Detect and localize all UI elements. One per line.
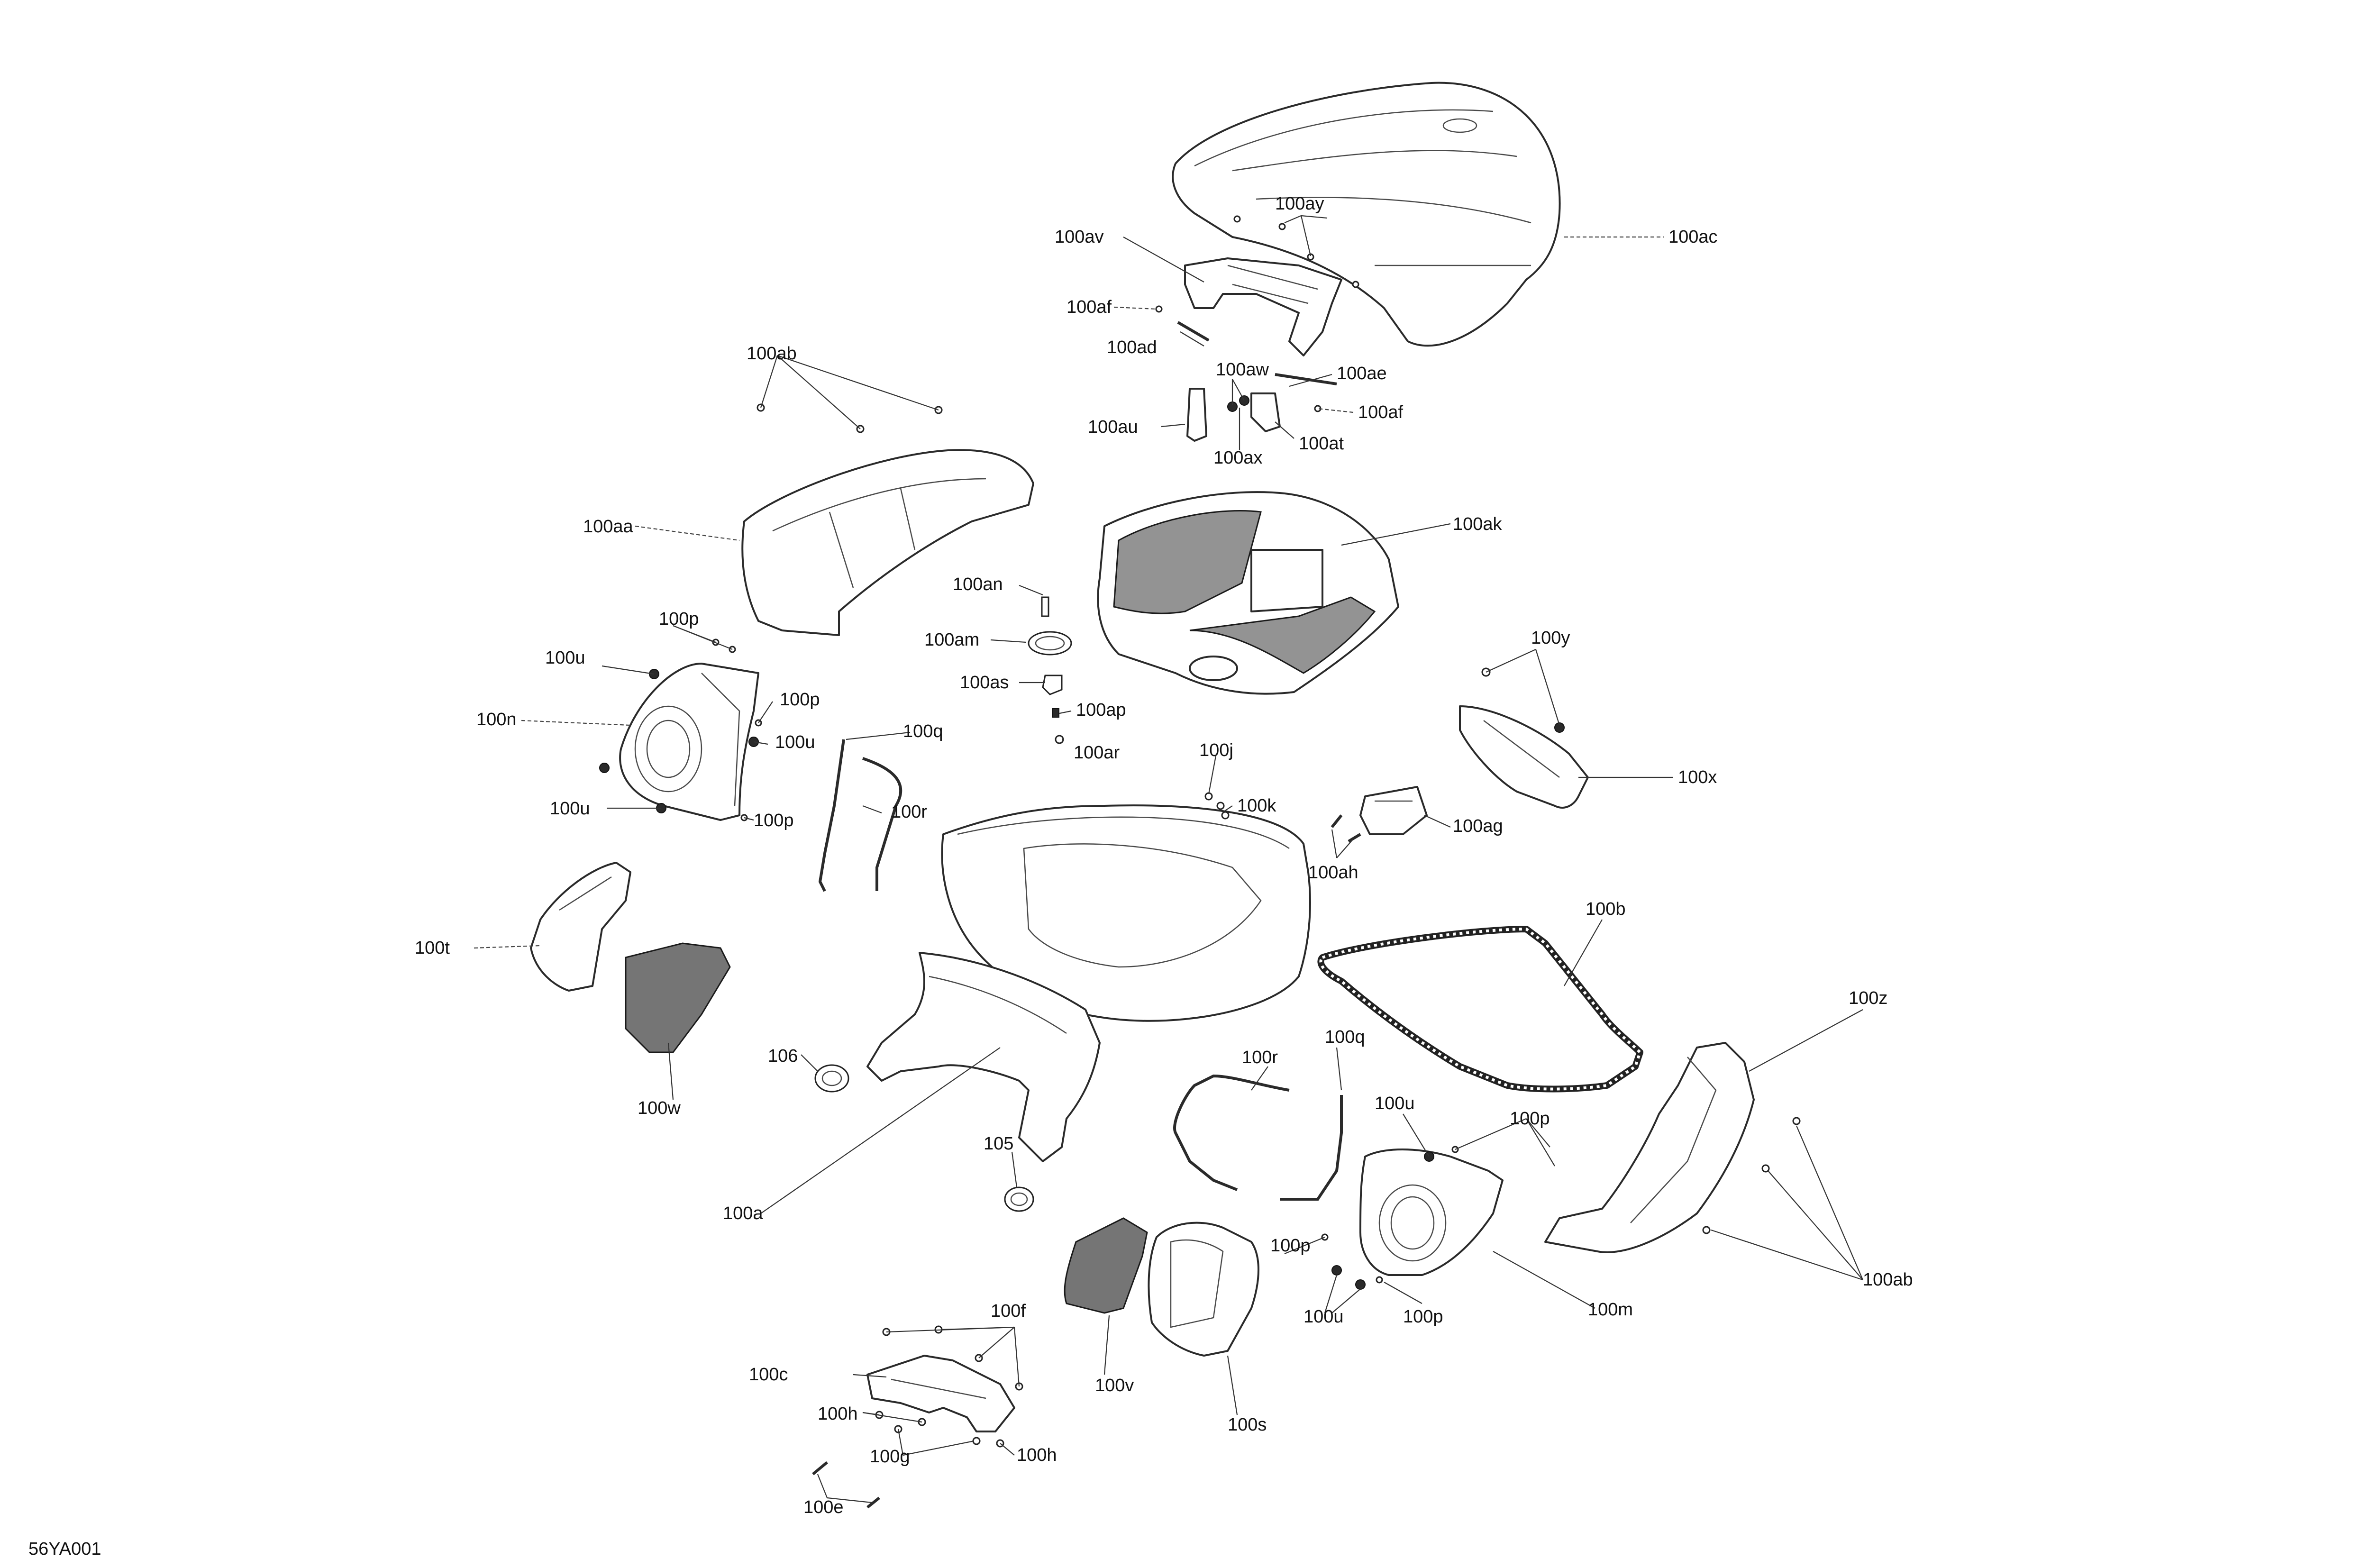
callout-100ak: 100ak — [1453, 514, 1503, 534]
callout-100ar: 100ar — [1074, 743, 1120, 763]
callout-100j: 100j — [1199, 740, 1233, 760]
callout-100q-b: 100q — [1325, 1027, 1365, 1047]
hardware-100ab-right — [757, 403, 1801, 1234]
callout-100u-c: 100u — [550, 799, 590, 819]
part-100aa-side-panel — [741, 449, 1034, 636]
callout-105: 105 — [984, 1134, 1013, 1154]
callout-100u-a: 100u — [545, 648, 585, 668]
callout-100ab-right: 100ab — [1863, 1270, 1913, 1290]
part-100s-cover — [1148, 1222, 1259, 1357]
part-100ac-lid — [1172, 82, 1561, 347]
callout-100ay: 100ay — [1275, 194, 1324, 214]
callout-100as: 100as — [960, 673, 1009, 693]
callout-100af-top: 100af — [1066, 297, 1112, 317]
part-100q-wire-left — [818, 739, 902, 892]
part-100e-springs — [812, 1461, 880, 1509]
part-100av-latch-bracket — [1184, 257, 1342, 356]
callout-100au: 100au — [1088, 417, 1138, 437]
callout-100z: 100z — [1849, 988, 1887, 1008]
callout-100n: 100n — [476, 710, 517, 729]
callout-100e: 100e — [803, 1497, 844, 1517]
callout-100ag: 100ag — [1453, 816, 1503, 836]
callout-100ax: 100ax — [1213, 448, 1263, 468]
callout-100ap: 100ap — [1076, 700, 1126, 720]
callout-100h-b: 100h — [1017, 1445, 1057, 1465]
callout-100p-a: 100p — [659, 609, 699, 629]
callout-100r-a: 100r — [891, 802, 927, 822]
callout-100m: 100m — [1588, 1300, 1633, 1320]
callout-100y: 100y — [1531, 628, 1570, 648]
callout-100ab-left: 100ab — [747, 344, 797, 364]
part-100z-trim-right — [1544, 1042, 1755, 1253]
callout-100g: 100g — [870, 1447, 910, 1467]
callout-100h-a: 100h — [818, 1404, 858, 1424]
part-100c-bracket — [866, 1325, 1023, 1448]
part-100x-trim-right — [1459, 667, 1589, 809]
callout-100u-b: 100u — [775, 732, 815, 752]
part-105-cap — [1004, 1186, 1034, 1212]
callout-100u-e: 100u — [1304, 1307, 1344, 1327]
part-100ak-mesh-tray — [1097, 491, 1399, 695]
callout-100p-e: 100p — [1270, 1236, 1311, 1256]
callout-100x: 100x — [1678, 767, 1717, 787]
part-100w-grille-left — [625, 942, 731, 1053]
callout-100c: 100c — [749, 1365, 788, 1385]
callout-100p-b: 100p — [780, 690, 820, 710]
callout-100ae: 100ae — [1337, 364, 1387, 383]
callout-100av: 100av — [1055, 227, 1104, 247]
part-100au-hinge-pieces — [1186, 388, 1281, 442]
callout-100an: 100an — [953, 574, 1003, 594]
callout-106: 106 — [768, 1046, 798, 1066]
callout-100s: 100s — [1228, 1415, 1267, 1435]
callout-100ac: 100ac — [1668, 227, 1718, 247]
callout-100u-d: 100u — [1375, 1094, 1415, 1113]
callout-100aa: 100aa — [583, 517, 634, 537]
part-100t-trim-left — [530, 862, 631, 992]
callout-100q-a: 100q — [903, 721, 943, 741]
part-100am-grommet — [1028, 596, 1072, 744]
callout-100p-c: 100p — [754, 811, 794, 830]
callout-100af-mid: 100af — [1358, 402, 1404, 422]
callout-100ad: 100ad — [1107, 337, 1157, 357]
callout-100k: 100k — [1237, 796, 1276, 816]
part-100a-main-case — [866, 804, 1311, 1162]
leader-lines — [474, 215, 1864, 1504]
part-100q-wire-right — [1173, 1074, 1343, 1201]
part-100b-gasket — [1317, 926, 1643, 1093]
callout-100v: 100v — [1095, 1376, 1134, 1395]
part-100v-grille-right — [1064, 1217, 1148, 1314]
part-100ag-latch — [1331, 786, 1428, 843]
callout-100p-d: 100p — [1510, 1109, 1550, 1129]
callout-100b: 100b — [1586, 899, 1626, 919]
part-100j-screws — [1204, 792, 1230, 820]
callout-100f: 100f — [991, 1301, 1026, 1321]
callout-100a: 100a — [723, 1203, 763, 1223]
callout-100at: 100at — [1299, 434, 1344, 454]
callout-100ah: 100ah — [1308, 863, 1358, 883]
hardware-top — [1155, 215, 1359, 412]
callout-100w: 100w — [638, 1098, 681, 1118]
part-100m-speaker-housing-right — [1321, 1146, 1504, 1290]
callout-100am: 100am — [924, 630, 979, 650]
callout-100t: 100t — [415, 938, 450, 958]
callout-100p-f: 100p — [1403, 1307, 1443, 1327]
callout-100aw: 100aw — [1216, 360, 1269, 380]
callout-100r-b: 100r — [1242, 1048, 1278, 1067]
part-106-cap — [814, 1064, 849, 1093]
part-100n-speaker-housing-left — [599, 638, 762, 821]
callout-labels: 100ac 100ay 100av 100af 100ad 100ae 100a… — [415, 194, 1913, 1517]
figure-id: 56YA001 — [28, 1539, 101, 1559]
